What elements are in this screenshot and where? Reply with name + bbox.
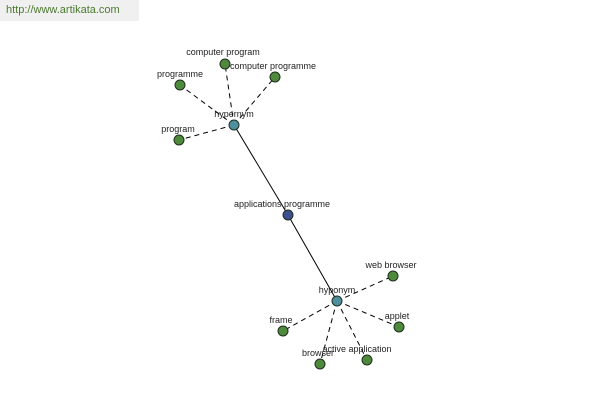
hyponym-node[interactable]: [331, 295, 343, 307]
source-banner: http://www.artikata.com: [0, 0, 139, 21]
term-node-program[interactable]: [173, 134, 185, 146]
edge-hyponym-to-web-browser: [336, 275, 394, 302]
term-label-program: program: [161, 124, 195, 134]
term-node-applet[interactable]: [393, 321, 405, 333]
hypernym-node[interactable]: [228, 119, 240, 131]
term-node-computer-programme[interactable]: [269, 71, 281, 83]
term-node-browser[interactable]: [314, 358, 326, 370]
source-link[interactable]: http://www.artikata.com: [6, 4, 120, 16]
graph-labels: applications programme hypernym programme c…: [157, 47, 417, 358]
graph-edges: [178, 63, 400, 365]
hyponym-node-label: hyponym: [319, 285, 356, 295]
term-node-active-application[interactable]: [361, 354, 373, 366]
edge-center-to-hyponym: [287, 214, 338, 302]
edge-hyponym-to-active-application: [336, 300, 368, 361]
center-node-label: applications programme: [234, 199, 330, 209]
term-label-active-application: active application: [322, 344, 391, 354]
term-label-computer-programme: computer programme: [230, 61, 316, 71]
term-label-browser: browser: [302, 348, 334, 358]
term-label-frame: frame: [269, 315, 292, 325]
graph-nodes: [173, 58, 405, 370]
term-node-programme[interactable]: [174, 79, 186, 91]
term-label-computer-program: computer program: [186, 47, 260, 57]
edge-hyponym-to-browser: [319, 300, 338, 365]
edge-hypernym-to-programme: [179, 84, 235, 126]
term-label-programme: programme: [157, 69, 203, 79]
edge-hyponym-to-applet: [336, 300, 400, 328]
edge-hypernym-to-computer-program: [224, 63, 235, 126]
edge-hypernym-to-computer-programme: [233, 76, 276, 126]
edge-center-to-hypernym: [233, 124, 289, 216]
term-node-web-browser[interactable]: [387, 270, 399, 282]
term-label-applet: applet: [385, 311, 410, 321]
hypernym-node-label: hypernym: [214, 109, 254, 119]
term-label-web-browser: web browser: [364, 260, 416, 270]
term-node-computer-program[interactable]: [219, 58, 231, 70]
term-node-frame[interactable]: [277, 325, 289, 337]
center-node[interactable]: [282, 209, 294, 221]
edge-hyponym-to-frame: [282, 300, 338, 332]
edge-hypernym-to-program: [178, 124, 235, 141]
